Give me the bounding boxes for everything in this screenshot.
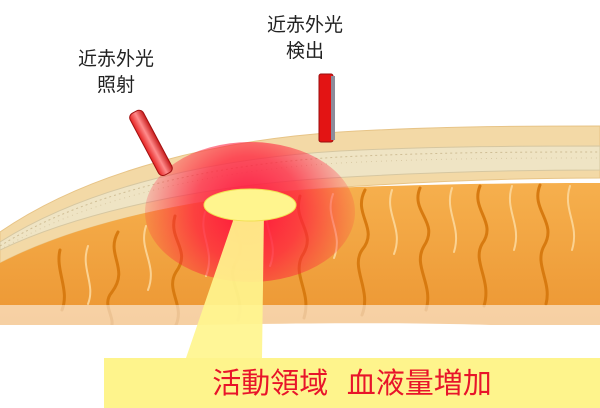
detection-label: 近赤外光 検出 <box>243 12 367 64</box>
irradiation-label-line2: 照射 <box>56 72 176 98</box>
detection-label-line2: 検出 <box>243 38 367 64</box>
detection-label-line1: 近赤外光 <box>243 12 367 38</box>
detection-probe <box>319 74 335 142</box>
irradiation-label-line1: 近赤外光 <box>56 46 176 72</box>
activation-spot <box>204 189 296 221</box>
irradiation-label: 近赤外光 照射 <box>56 46 176 98</box>
activation-banner: 活動領域 血液量増加 <box>104 358 600 408</box>
